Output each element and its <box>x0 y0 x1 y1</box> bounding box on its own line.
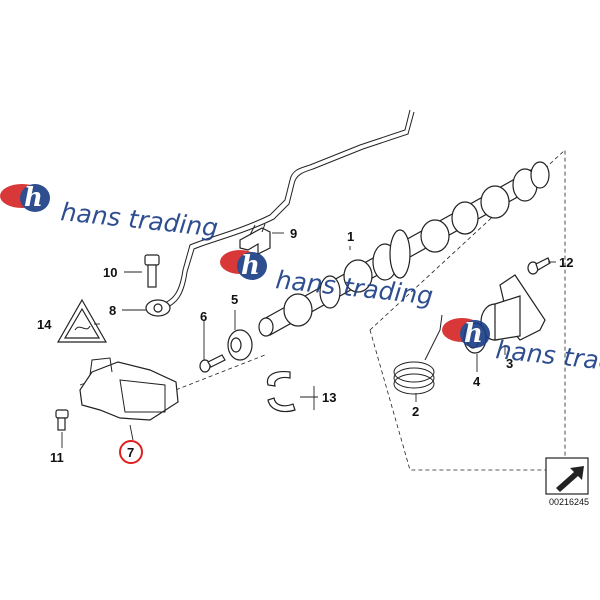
callout-11: 11 <box>50 450 64 465</box>
callout-7: 7 <box>127 445 134 460</box>
svg-text:h: h <box>241 251 260 281</box>
svg-text:h: h <box>24 183 43 213</box>
watermark-1: h hans trading <box>0 183 219 242</box>
mounting-bolt <box>55 409 69 431</box>
callout-6: 6 <box>200 309 207 324</box>
flange-screw <box>527 257 551 275</box>
callout-4: 4 <box>473 374 481 389</box>
oil-line <box>159 109 415 310</box>
watermark-logo-icon: h <box>0 183 50 213</box>
callout-3: 3 <box>506 356 513 371</box>
banjo-fitting <box>145 299 171 317</box>
watermark-logo-icon: h <box>442 318 490 349</box>
callout-12: 12 <box>559 255 573 270</box>
diagram-id: 00216245 <box>549 497 589 507</box>
callout-5: 5 <box>231 292 238 307</box>
watermark-text: hans trading <box>59 197 219 242</box>
highlight-circle <box>119 440 143 464</box>
bracket <box>239 223 271 255</box>
direction-arrow-icon <box>545 457 589 495</box>
camshaft <box>258 161 550 337</box>
callout-9: 9 <box>290 226 297 241</box>
callout-14: 14 <box>37 317 52 332</box>
watermark-logo-icon: h <box>220 250 267 281</box>
banjo-bolt <box>144 254 160 288</box>
sensor-housing <box>79 357 179 421</box>
leader-lines <box>61 232 556 448</box>
callout-10: 10 <box>103 265 117 280</box>
housing-flange <box>480 274 546 341</box>
callout-13: 13 <box>322 390 336 405</box>
bushing <box>227 329 253 361</box>
torsion-spring <box>393 314 443 395</box>
screw <box>199 354 226 373</box>
callout-8: 8 <box>109 303 116 318</box>
callout-1: 1 <box>347 229 354 244</box>
callout-2: 2 <box>412 404 419 419</box>
warning-triangle-icon <box>56 298 108 343</box>
svg-text:h: h <box>464 319 483 349</box>
clip-set <box>266 370 296 413</box>
